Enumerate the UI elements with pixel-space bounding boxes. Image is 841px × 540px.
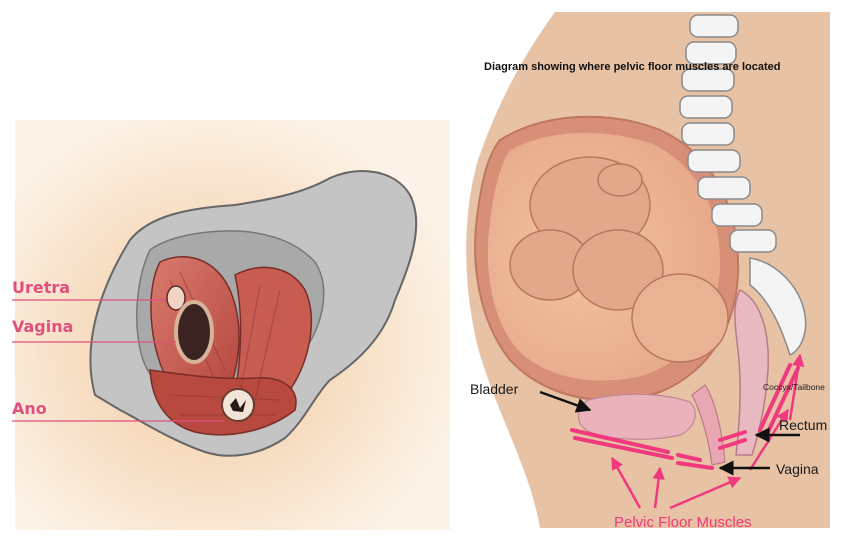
left-illustration: Uretra Vagina Ano [12,120,450,530]
label-ano: Ano [12,399,47,418]
label-vagina-right: Vagina [776,461,819,477]
fetus-head [632,274,728,362]
label-vagina-left: Vagina [12,317,73,336]
label-pelvic-floor-muscles: Pelvic Floor Muscles [614,514,752,531]
right-illustration: Diagram showing where pelvic floor muscl… [466,12,830,531]
label-coccyx: Coccyx/Tailbone [763,382,825,392]
diagram-title: Diagram showing where pelvic floor muscl… [484,61,780,73]
label-bladder: Bladder [470,381,519,397]
bladder [578,394,695,439]
label-uretra: Uretra [12,278,70,297]
label-rectum: Rectum [779,417,827,433]
vaginal-opening [176,302,212,362]
